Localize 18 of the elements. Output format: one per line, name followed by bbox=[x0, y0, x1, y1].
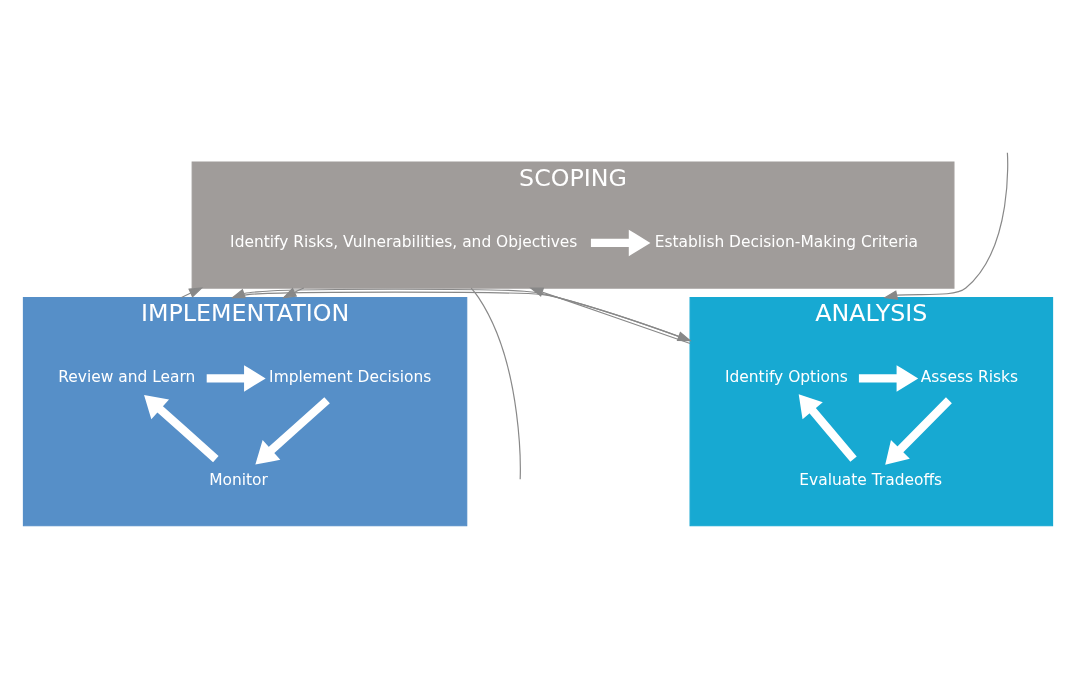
node-text: Establish Decision-Making Criteria bbox=[654, 232, 918, 251]
node-text: Implement Decisions bbox=[269, 367, 432, 386]
arrow bbox=[798, 393, 857, 462]
node-text: Review and Learn bbox=[58, 367, 196, 386]
connector bbox=[470, 287, 521, 480]
arrow bbox=[883, 151, 1009, 300]
arrow bbox=[206, 364, 266, 392]
node-text: Evaluate Tradeoffs bbox=[799, 470, 943, 489]
arrow bbox=[144, 394, 219, 462]
arrow bbox=[255, 396, 330, 464]
arrow bbox=[885, 396, 952, 465]
node-text: Assess Risks bbox=[920, 367, 1018, 386]
arrow bbox=[858, 364, 919, 392]
arrow bbox=[180, 286, 204, 298]
arrow bbox=[590, 229, 651, 256]
node-text: Identify Risks, Vulnerabilities, and Objectives bbox=[230, 232, 578, 251]
node-text: Identify Options bbox=[724, 367, 848, 386]
node-text: Monitor bbox=[209, 470, 268, 489]
